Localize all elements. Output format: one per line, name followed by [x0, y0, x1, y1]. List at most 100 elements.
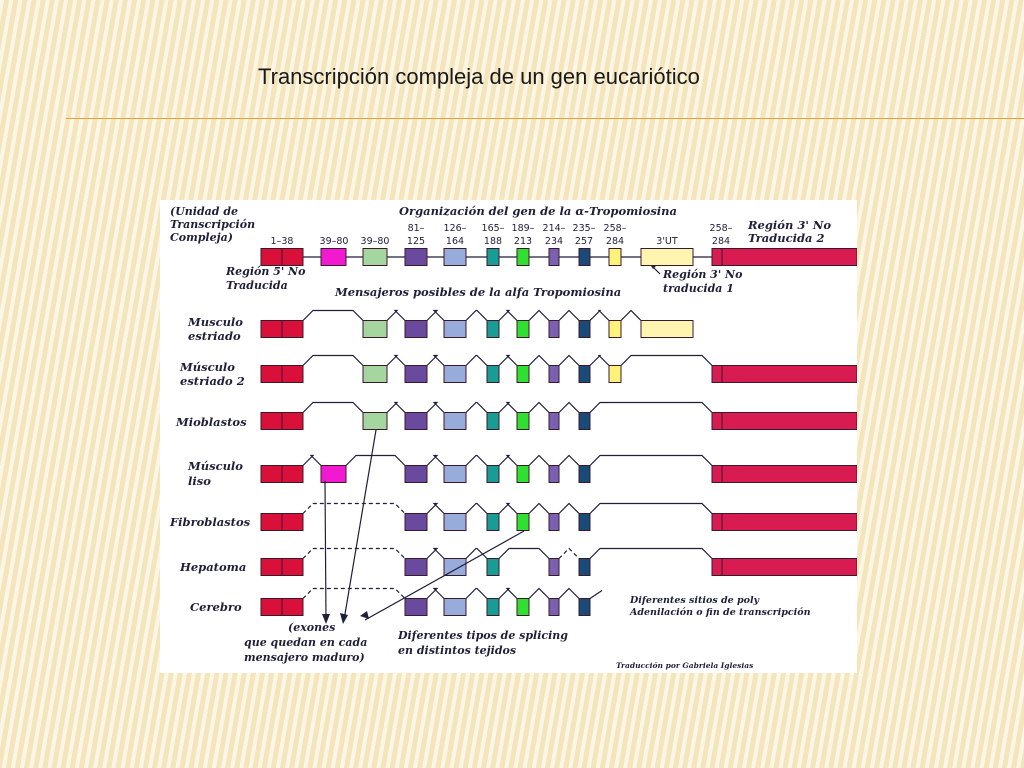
exon-e7-row-4: [516, 465, 530, 483]
splice-connector-row-2-0: [302, 354, 364, 366]
splice-connector-row-2-8: [620, 354, 713, 366]
exon-number-7-a: 214–: [543, 223, 566, 234]
exon-e10-row-0: [608, 248, 622, 266]
splice-connector-row-6-5: [589, 547, 713, 559]
exon-e12-row-2: [711, 365, 857, 383]
splice-connector-row-5-1: [426, 502, 445, 514]
splice-connector-row-7-2: [465, 587, 488, 599]
splice-connector-row-5-4: [528, 502, 550, 514]
exon-blocks: [260, 248, 857, 616]
exon-e8-row-6: [548, 558, 560, 576]
exon-e4-row-7: [404, 598, 428, 616]
exon-e6-row-5: [486, 513, 500, 531]
tissue-label-4a: Músculo: [187, 459, 243, 473]
exon-e4-row-6: [404, 558, 428, 576]
exon-e10-row-1: [608, 320, 622, 338]
splice-connector-row-3-7: [589, 401, 713, 413]
tissue-label-1b: estriado: [188, 329, 241, 343]
splice-connector-row-1-5: [528, 309, 550, 321]
gene-title: Organización del gen de la α-Tropomiosin…: [399, 204, 677, 218]
exon-e12-row-5: [711, 513, 857, 531]
splice-connector-row-3-3: [465, 401, 488, 413]
exon-e10-row-2: [608, 365, 622, 383]
exon-e5-row-0: [443, 248, 467, 266]
splice-connector-row-1-3: [465, 309, 488, 321]
exon-e3-row-1: [362, 320, 388, 338]
splice-connector-row-4-0: [302, 454, 322, 466]
splice-connector-row-6-0: [302, 547, 406, 559]
splice-connector-row-7-1: [426, 587, 445, 599]
exon-e5-row-3: [443, 412, 467, 430]
exones-note-line-3: mensajero maduro): [244, 651, 365, 664]
exon-e7-row-7: [516, 598, 530, 616]
exon-e2-row-0: [320, 248, 347, 266]
exon-number-10-a: 3'UT: [656, 236, 678, 247]
splice-connector-row-4-5: [528, 454, 550, 466]
exon-e11-row-0: [640, 248, 694, 266]
exon-e3-row-3: [362, 412, 388, 430]
exon-e6-row-0: [486, 248, 500, 266]
unit-label-line-2: Transcripción: [170, 218, 255, 231]
splice-connector-row-5-3: [498, 502, 518, 514]
splicing-note-line-1: Diferentes tipos de splicing: [397, 629, 568, 642]
exones-note-line-2: que quedan en cada: [244, 636, 367, 649]
annotation-arrows: [322, 429, 525, 624]
tissue-label-4b: liso: [188, 474, 211, 488]
exon-number-11-a: 258–: [710, 223, 733, 234]
exon-number-8-a: 235–: [573, 223, 596, 234]
splice-connector-row-6-2: [465, 547, 488, 559]
exon-e4-row-3: [404, 412, 428, 430]
splice-connector-row-1-0: [302, 309, 364, 321]
slide-title: Transcripción compleja de un gen eucarió…: [258, 64, 700, 89]
region3-1-line-1: Región 3' No: [662, 268, 742, 281]
splice-connector-row-6-3: [498, 547, 550, 559]
exon-e8-row-3: [548, 412, 560, 430]
exon-e4-row-0: [404, 248, 428, 266]
arrowhead-3: [360, 611, 369, 619]
splice-connector-row-2-4: [498, 354, 518, 366]
credit: Traducción por Gabriela Iglesias: [616, 661, 754, 670]
exon-e8-row-1: [548, 320, 560, 338]
region3-2-line-1: Región 3' No: [747, 218, 831, 232]
exon-e8-row-4: [548, 465, 560, 483]
splice-connector-row-1-6: [558, 309, 580, 321]
splice-connector-row-1-8: [620, 309, 642, 321]
splice-connector-row-5-0: [302, 502, 406, 514]
exon-e4-row-2: [404, 365, 428, 383]
splice-connector-row-3-6: [558, 401, 580, 413]
unit-label-line-1: (Unidad de: [170, 205, 238, 218]
exon-e12-row-4: [711, 465, 857, 483]
exon-e9-row-3: [578, 412, 591, 430]
tissue-label-1a: Musculo: [187, 315, 243, 329]
region5-line-1: Región 5' No: [225, 265, 305, 278]
splice-connector-row-1-4: [498, 309, 518, 321]
exon-number-7-b: 234: [545, 236, 563, 247]
splice-connector-row-3-2: [426, 401, 445, 413]
splice-connector-row-4-1: [345, 454, 406, 466]
splice-connector-row-2-5: [528, 354, 550, 366]
exon-e2-row-4: [320, 465, 347, 483]
exon-number-6-a: 189–: [512, 223, 535, 234]
splice-connector-row-2-7: [589, 354, 610, 366]
exon-e9-row-7: [578, 598, 591, 616]
exon-e6-row-7: [486, 598, 500, 616]
exon-number-6-b: 213: [514, 236, 532, 247]
exon-e5-row-5: [443, 513, 467, 531]
exon-e5-row-2: [443, 365, 467, 383]
tissue-label-2a: Músculo: [179, 360, 235, 374]
exon-e12-row-6: [711, 558, 857, 576]
exon-e6-row-6: [486, 558, 500, 576]
splice-connector-row-2-2: [426, 354, 445, 366]
exon-e6-row-1: [486, 320, 500, 338]
tissue-label-7: Cerebro: [190, 600, 242, 614]
splice-connector-row-4-7: [589, 454, 713, 466]
tissue-label-6: Hepatoma: [179, 560, 246, 574]
splice-connector-row-7-4: [528, 587, 550, 599]
exon-e5-row-6: [443, 558, 467, 576]
splice-connector-row-1-1: [386, 309, 406, 321]
gene-diagram: (Unidad de Transcripción Compleja) Organ…: [169, 204, 857, 670]
messages-title: Mensajeros posibles de la alfa Tropomios…: [334, 285, 621, 299]
exon-e3-row-2: [362, 365, 388, 383]
splice-connector-row-2-1: [386, 354, 406, 366]
